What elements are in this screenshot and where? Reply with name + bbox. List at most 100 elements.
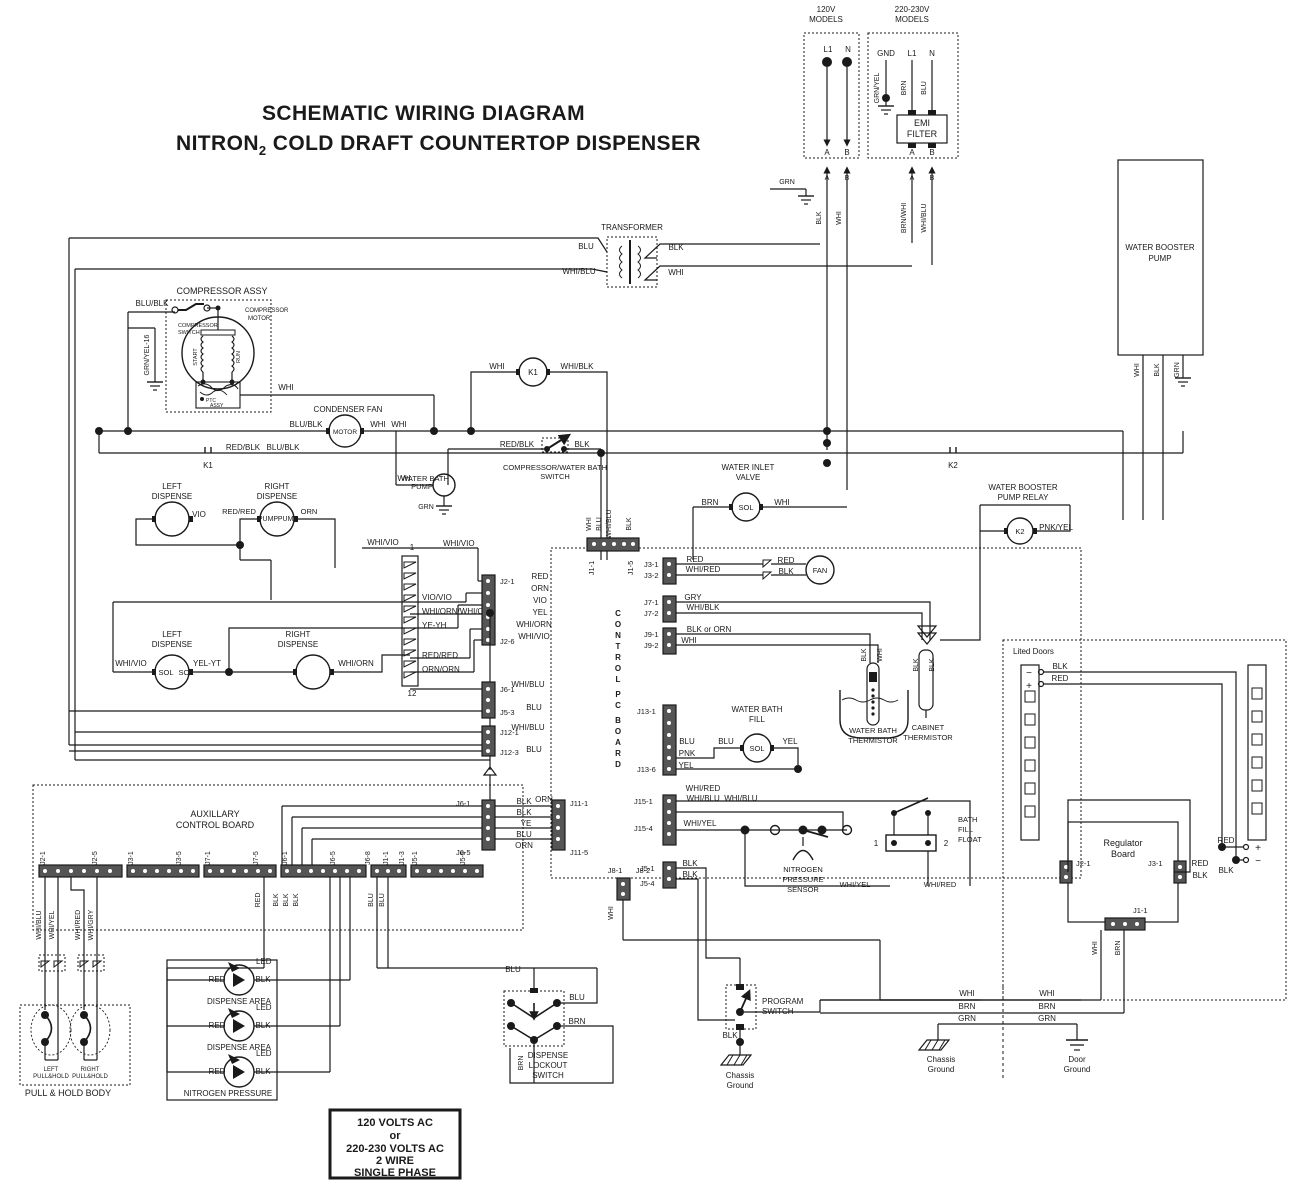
j3-pin-2 [667, 573, 671, 577]
svg-text:T: T [616, 642, 621, 651]
led-3-triangle [233, 1065, 245, 1079]
transformer-label: TRANSFORMER [601, 223, 663, 232]
probe-dot-4 [871, 706, 875, 710]
wbf-wire-in [676, 747, 740, 759]
regulator-out-brn: BRN [1115, 941, 1122, 956]
out-b-220: B [929, 148, 934, 157]
regulator-label-2: Board [1111, 849, 1135, 859]
ldoors-wire-red: RED [1052, 674, 1069, 683]
lockout-label-1: DISPENSE [528, 1051, 568, 1060]
small-fan [805, 555, 835, 585]
led-3-tag: LED [256, 1049, 272, 1058]
regulator-blk-wire: BLK [1192, 871, 1208, 880]
left-strip-term-pos [1037, 680, 1045, 688]
aux-j5-1-label: J5-1 [412, 851, 419, 865]
j13-wire-blu: BLU [679, 737, 695, 746]
rdp-wire-left: RED/RED [222, 507, 256, 516]
water-surface [841, 697, 899, 703]
lockout-wire-in: BLU [505, 965, 521, 974]
lockout-out-blu [561, 968, 598, 1004]
aux-control-board-outline [32, 784, 524, 931]
left-led-strip-segments [1024, 690, 1036, 818]
title-subscript: 2 [259, 143, 267, 158]
condenser-fan-wire-right2: WHI [391, 420, 407, 429]
wiv-term-l [729, 504, 733, 510]
j15-2-wire [676, 811, 844, 830]
winding-bridge [200, 329, 236, 336]
thermistor-element [869, 672, 877, 682]
j6l-pin-1 [486, 804, 490, 808]
ldoors-wire-blk-r: BLK [1218, 866, 1234, 875]
j13-pin-3 [667, 733, 671, 737]
motor-top-node [215, 305, 221, 311]
j2-pin-6 [486, 638, 490, 642]
harness-connector [401, 555, 419, 687]
wb-therm-wire-whi: WHI [877, 648, 884, 662]
aux-wire-blk1-label: BLK [273, 893, 280, 907]
wbf-term-l [740, 745, 744, 751]
harness-label-2: WHI/ORN/WHI/ORN [422, 607, 496, 616]
program-sw-term-bot [736, 1024, 744, 1030]
pull-hold-body-box [19, 1004, 131, 1086]
transformer-primary [619, 245, 623, 279]
chassis-gnd-symbol-2 [917, 1039, 951, 1051]
feed-label-blk: BLK [816, 211, 823, 225]
aux-connector-j2 [38, 864, 123, 878]
nps-return [744, 830, 890, 887]
cw-switch-blade [546, 433, 572, 450]
harness-pin-bottom: 12 [408, 689, 417, 698]
nps-label-2: PRESSURE [782, 875, 823, 884]
nps-node-c [817, 825, 827, 835]
lockout-label-3: SWITCH [532, 1071, 564, 1080]
k1-term-l [516, 369, 520, 375]
regulator-j2-label: J2-1 [1076, 859, 1091, 868]
nps-dome [792, 849, 814, 861]
j8-1-label: J8-1 [608, 866, 623, 875]
left-led-strip [1020, 664, 1040, 841]
aux-wire-whiblu: WHI/BLU [36, 910, 43, 939]
j9-1-label: J9-1 [644, 630, 659, 639]
j7-pin-1 [667, 600, 671, 604]
j9-wire-blkorn: BLK or ORN [687, 625, 732, 634]
j6l-pin-4 [486, 837, 490, 841]
j6-pin-2 [486, 698, 490, 702]
title-line-1: SCHEMATIC WIRING DIAGRAM [262, 102, 585, 125]
j11-5-label: J11-5 [570, 848, 588, 857]
compressor-gnd-label: GRN/YEL-16 [144, 334, 151, 375]
aux-wire-whired: WHI/RED [75, 910, 82, 940]
j13-pin-6 [667, 767, 671, 771]
rdp-term-l [257, 516, 261, 522]
probe-dot-2 [871, 694, 875, 698]
connector-j15 [662, 794, 677, 846]
j6-1b-label: J6-1 [456, 799, 471, 808]
wbf-label-1: WATER BATH [732, 705, 783, 714]
j5b-pin-1 [667, 866, 671, 870]
left-strip-minus: − [1026, 668, 1032, 679]
j2-pin-3 [486, 603, 490, 607]
right-strip-term-pos [1242, 843, 1250, 851]
aux-wire-blk3-label: BLK [293, 893, 300, 907]
title-nitron: NITRON [176, 132, 259, 155]
j5b-1-label: J5-1 [640, 864, 655, 873]
models-120-heading-1: 120V [817, 5, 836, 14]
j6l-pin-3 [486, 826, 490, 830]
aux-left-w3 [70, 877, 85, 1010]
j5-3-label: J5-3 [500, 708, 515, 717]
lds-wire-mid: YEL-YT [193, 659, 221, 668]
j3-wire-whired: WHI/RED [686, 565, 721, 574]
left-dispense-pump-title-2: DISPENSE [152, 492, 192, 501]
terminal-gnd-220: GND [877, 49, 895, 58]
aux-wire-whigry: WHI/GRY [88, 909, 95, 940]
j1-5-label: J1-5 [626, 561, 635, 576]
cw-switch-wire-right: BLK [574, 440, 590, 449]
k1-coil-wire-r [550, 371, 608, 560]
lockout-out-brn [509, 1025, 614, 1084]
k2-contact-label: K2 [948, 461, 958, 470]
cg2-hatch1 [924, 1039, 932, 1051]
cw-switch-label-2: SWITCH [540, 472, 570, 481]
door-ground-label-1: Door [1068, 1055, 1086, 1064]
connector-j6-lower [481, 799, 496, 851]
wb-pump-wire-wh: WH [397, 474, 411, 483]
